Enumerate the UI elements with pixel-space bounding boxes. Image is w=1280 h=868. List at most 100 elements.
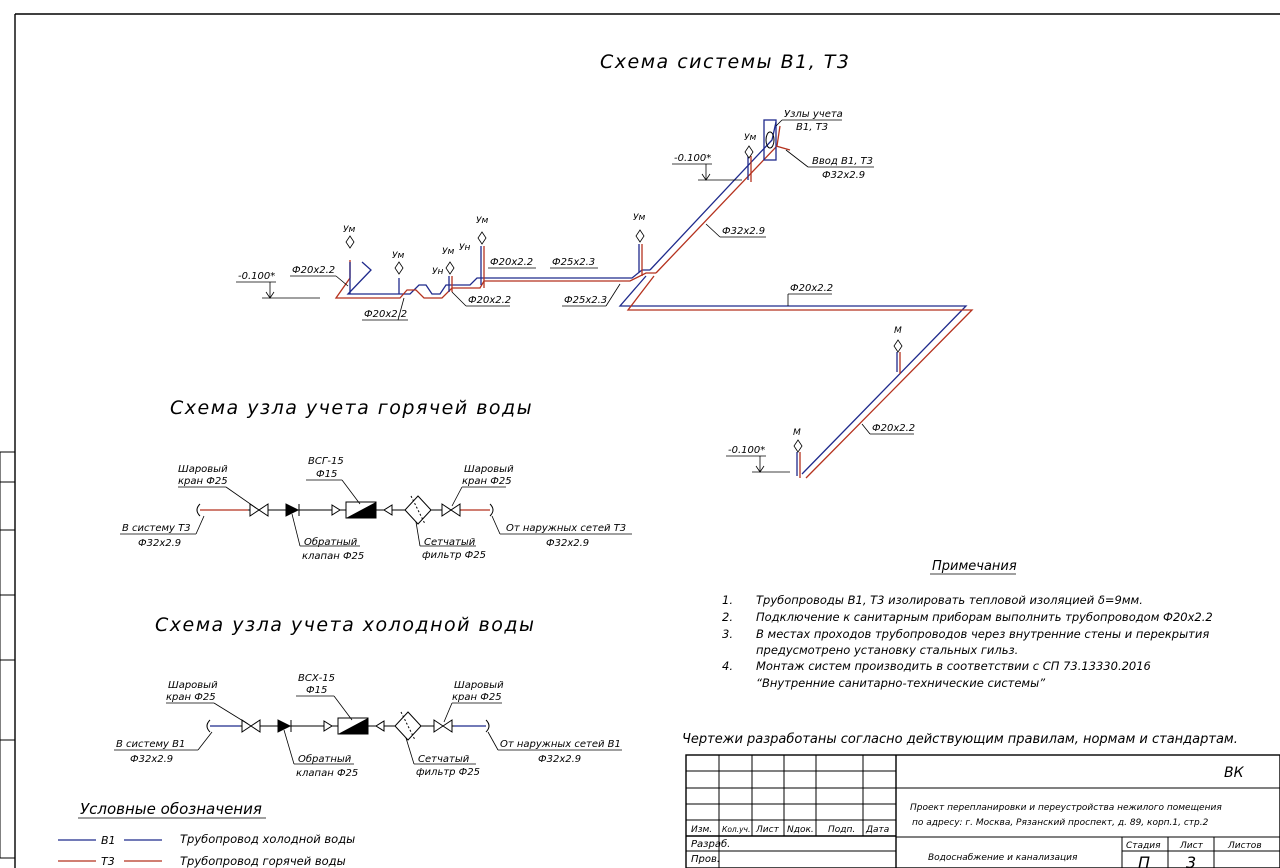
note-2-text: Подключение к санитарным приборам выполн… bbox=[756, 610, 1213, 624]
fixture-label-4: Ун bbox=[459, 243, 470, 253]
pipe-b1-zigzag bbox=[618, 275, 968, 475]
fixture-label-10: М bbox=[793, 428, 801, 438]
note-3-cont: предусмотрено установку стальных гильз. bbox=[756, 643, 1018, 657]
legend: Условные обозначения В1 Трубопровод холо… bbox=[58, 800, 355, 868]
fixture-4 bbox=[477, 231, 487, 245]
hot-to-system-label-1: В систему Т3 bbox=[122, 523, 191, 534]
fixture-5 bbox=[635, 229, 645, 243]
cold-filter-label-1: Сетчатый bbox=[418, 754, 470, 765]
cold-from-net-label-1: От наружных сетей В1 bbox=[500, 739, 621, 750]
note-4-text: Монтаж систем производить в соответствии… bbox=[756, 659, 1151, 673]
fixture-label-1: Ум bbox=[343, 225, 355, 235]
stamp-sheet: 3 bbox=[1186, 853, 1196, 868]
notes-title: Примечания bbox=[932, 559, 1017, 574]
stamp-code: ВК bbox=[1224, 765, 1245, 781]
pipe-t3-main bbox=[655, 125, 781, 274]
axonometric-scheme bbox=[334, 119, 974, 479]
pipe-b1-left-branch bbox=[346, 261, 650, 295]
hot-valve-left-label-2: кран Ф25 bbox=[178, 476, 228, 487]
axon-annotations bbox=[236, 119, 914, 473]
pipe-label-8: Ф20х2.2 bbox=[790, 283, 833, 294]
title-block bbox=[685, 754, 1280, 868]
cold-to-system-label-2: Ф32х2.9 bbox=[130, 754, 173, 765]
fixture-label-5: Ун bbox=[432, 267, 443, 277]
stamp-sheets-label: Листов bbox=[1227, 841, 1262, 851]
hot-valve-right-label-1: Шаровый bbox=[464, 464, 514, 475]
title-block-text: ВК Проект перепланировки и переустройств… bbox=[691, 765, 1262, 868]
note-2-num: 2. bbox=[722, 610, 733, 624]
pipe-label-6: Ф25х2.3 bbox=[564, 295, 607, 306]
hot-meter-label-1: ВСГ-15 bbox=[308, 456, 344, 467]
cold-valve-left-label-2: кран Ф25 bbox=[166, 692, 216, 703]
inlet-label-2: Ф32х2.9 bbox=[822, 170, 865, 181]
fixture-3 bbox=[445, 261, 455, 275]
hot-meter-label-2: Ф15 bbox=[316, 469, 337, 480]
stamp-h-sheet: Лист bbox=[755, 825, 780, 835]
cold-check-label-2: клапан Ф25 bbox=[296, 768, 358, 779]
notes-block: Примечания 1. Трубопроводы В1, Т3 изолир… bbox=[722, 559, 1213, 690]
fixture-symbols bbox=[345, 145, 903, 453]
hot-node-scheme: Шаровый кран Ф25 ВСГ-15 Ф15 Шаровый кран… bbox=[120, 456, 632, 562]
stamp-sheet-title: Водоснабжение и канализация bbox=[928, 853, 1078, 863]
stamp-h-qty: Кол.уч. bbox=[722, 825, 750, 834]
standards-note: Чертежи разработаны согласно действующим… bbox=[682, 732, 1238, 747]
hot-filter-label-2: фильтр Ф25 bbox=[422, 550, 486, 561]
stamp-h-change: Изм. bbox=[691, 825, 712, 835]
pipe-label-9: Ф20х2.2 bbox=[872, 423, 915, 434]
cold-valve-left-label-1: Шаровый bbox=[168, 680, 218, 691]
legend-text-t3: Трубопровод горячей воды bbox=[180, 854, 346, 868]
fixture-label-7: Ум bbox=[633, 213, 645, 223]
stamp-h-sign: Подп. bbox=[828, 825, 855, 835]
hot-node-title: Схема узла учета горячей воды bbox=[170, 397, 533, 419]
pipe-t3-left-branch bbox=[334, 260, 656, 299]
legend-text-b1: Трубопровод холодной воды bbox=[180, 832, 355, 846]
stamp-stage-label: Стадия bbox=[1126, 841, 1161, 851]
pipe-label-4: Ф20х2.2 bbox=[490, 257, 533, 268]
level-mark-bottom: -0.100* bbox=[728, 445, 765, 456]
note-3-num: 3. bbox=[722, 627, 733, 641]
note-3-text: В местах проходов трубопроводов через вн… bbox=[756, 627, 1209, 641]
stamp-project-1: Проект перепланировки и переустройства н… bbox=[910, 803, 1222, 813]
hot-check-valve bbox=[285, 503, 300, 517]
cold-filter bbox=[394, 711, 422, 741]
fixture-8 bbox=[793, 439, 803, 453]
fixture-label-2: Ум bbox=[392, 251, 404, 261]
cold-valve-right-label-2: кран Ф25 bbox=[452, 692, 502, 703]
fixture-7 bbox=[893, 339, 903, 353]
legend-title: Условные обозначения bbox=[80, 800, 262, 818]
legend-code-b1: В1 bbox=[101, 834, 116, 847]
cold-node-title: Схема узла учета холодной воды bbox=[155, 614, 535, 636]
cold-from-net-label-2: Ф32х2.9 bbox=[538, 754, 581, 765]
note-4-num: 4. bbox=[722, 659, 733, 673]
fixture-6 bbox=[744, 145, 754, 159]
hot-to-system-label-2: Ф32х2.9 bbox=[138, 538, 181, 549]
meter-nodes-label-1: Узлы учета bbox=[784, 109, 843, 120]
stamp-h-doc: Nдок. bbox=[787, 825, 814, 835]
hot-check-label-1: Обратный bbox=[304, 536, 358, 548]
pipe-label-2: Ф20х2.2 bbox=[364, 309, 407, 320]
stamp-h-date: Дата bbox=[865, 825, 889, 835]
level-mark-top: -0.100* bbox=[674, 153, 711, 164]
cold-meter-label-2: Ф15 bbox=[306, 685, 327, 696]
hot-valve-left-label-1: Шаровый bbox=[178, 464, 228, 475]
axon-text: -0.100* -0.100* -0.100* Ф20х2.2 Ф20х2.2 … bbox=[238, 109, 915, 456]
stamp-stage: П bbox=[1138, 853, 1150, 868]
pipe-label-7: Ф32х2.9 bbox=[722, 226, 765, 237]
fixture-label-3: Ум bbox=[442, 247, 454, 257]
stamp-developed: Разраб. bbox=[691, 838, 730, 850]
fixture-label-8: Ум bbox=[744, 133, 756, 143]
cold-check-label-1: Обратный bbox=[298, 753, 352, 765]
stamp-project-2: по адресу: г. Москва, Рязанский проспект… bbox=[912, 818, 1209, 828]
hot-valve-right-label-2: кран Ф25 bbox=[462, 476, 512, 487]
pipe-b1-main bbox=[649, 121, 777, 271]
legend-code-t3: Т3 bbox=[101, 855, 115, 868]
hot-filter-label-1: Сетчатый bbox=[424, 537, 476, 548]
cold-filter-label-2: фильтр Ф25 bbox=[416, 767, 480, 778]
pipe-label-3: Ф20х2.2 bbox=[468, 295, 511, 306]
pipe-label-5: Ф25х2.3 bbox=[552, 257, 595, 268]
main-title: Схема системы В1, Т3 bbox=[600, 51, 851, 73]
pipe-t3-zigzag bbox=[626, 275, 974, 479]
pipe-label-1: Ф20х2.2 bbox=[292, 265, 335, 276]
cold-check-valve bbox=[277, 719, 292, 733]
